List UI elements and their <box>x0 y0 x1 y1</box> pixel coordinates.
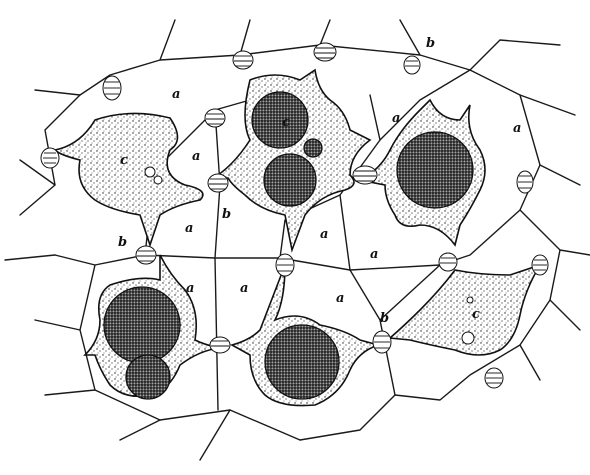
label-a: a <box>336 291 344 306</box>
pit-bridge <box>208 174 228 192</box>
pit-bridge <box>373 331 391 353</box>
pit-bridge <box>439 253 457 271</box>
pit-bridge <box>314 43 336 61</box>
vacuole <box>462 332 474 344</box>
nucleus <box>397 132 473 208</box>
label-c: c <box>282 115 290 130</box>
cell-body-upper-left <box>55 113 203 245</box>
nucleus <box>304 139 322 157</box>
label-c: c <box>120 153 128 168</box>
label-a: a <box>192 149 200 164</box>
pit-bridge <box>404 56 420 74</box>
vacuole <box>467 297 473 303</box>
pit-bridge <box>353 166 377 184</box>
pit-bridge <box>532 255 548 275</box>
pit-bridge <box>205 109 225 127</box>
nucleus <box>126 355 170 399</box>
pit-bridge <box>136 246 156 264</box>
nucleus <box>104 287 180 363</box>
label-b: b <box>426 36 435 51</box>
pit-bridge <box>517 171 533 193</box>
label-c: c <box>472 307 480 322</box>
label-a: a <box>320 227 328 242</box>
pit-bridge <box>103 76 121 100</box>
pit-bridge <box>210 337 230 353</box>
label-a: a <box>513 121 521 136</box>
nucleus <box>265 325 339 399</box>
label-a: a <box>172 87 180 102</box>
pit-bridge <box>233 51 253 69</box>
vacuole <box>145 167 155 177</box>
label-a: a <box>240 281 248 296</box>
label-b: b <box>222 207 231 222</box>
nucleus <box>264 154 316 206</box>
pit-bridge <box>41 148 59 168</box>
label-a: a <box>392 111 400 126</box>
pit-bridge <box>276 254 294 276</box>
label-b: b <box>118 235 127 250</box>
vacuole <box>154 176 162 184</box>
pit-bridge <box>485 368 503 388</box>
label-b: b <box>380 311 389 326</box>
label-a: a <box>370 247 378 262</box>
label-a: a <box>185 221 193 236</box>
nucleus <box>252 92 308 148</box>
label-a: a <box>186 281 194 296</box>
